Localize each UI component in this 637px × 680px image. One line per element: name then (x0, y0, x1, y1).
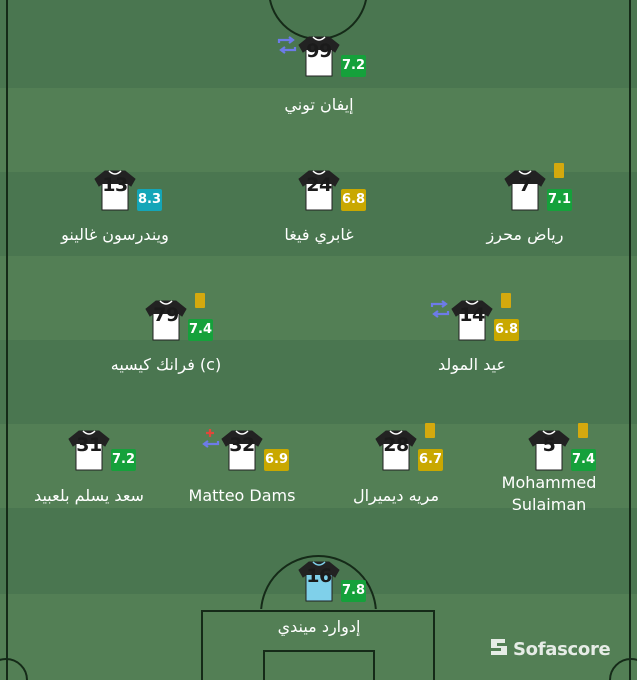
player-shirt-icon: 7 (503, 169, 547, 211)
player-rating-badge: 7.2 (111, 449, 136, 471)
player-name: إدوارد ميندي (277, 617, 361, 636)
player-number: 79 (153, 304, 179, 326)
player-number: 31 (76, 434, 102, 456)
player-rating-badge: 7.2 (341, 55, 366, 77)
substitution-icon (276, 35, 298, 55)
pitch-stripe (0, 256, 637, 340)
player-name: مريه ديميرال (352, 486, 440, 505)
player-name: إيفان توني (284, 95, 354, 114)
yellow-card-icon (195, 293, 205, 308)
substitution-injury-icon (199, 429, 221, 449)
player-number: 5 (542, 434, 556, 456)
goal-area (263, 650, 375, 680)
player-name: Mohammed Sulaiman (501, 473, 597, 514)
player-name: سعد يسلم بلعبيد (34, 486, 144, 505)
player-shirt-icon: 99 (297, 35, 341, 77)
yellow-card-icon (578, 423, 588, 438)
player-shirt-icon: 28 (374, 429, 418, 471)
player-shirt-icon: 13 (93, 169, 137, 211)
player-number: 99 (306, 40, 332, 62)
player-shirt-icon: 5 (527, 429, 571, 471)
player-name: Matteo Dams (188, 486, 296, 505)
player-rating-badge: 8.3 (137, 189, 162, 211)
player-number: 13 (102, 174, 128, 196)
player-name: فرانك كيسيه (c) (110, 355, 222, 374)
player-rating-badge: 7.1 (547, 189, 572, 211)
branding-text: Sofascore (513, 638, 611, 660)
sofascore-branding: Sofascore (489, 637, 611, 661)
player-rating-badge: 6.8 (341, 189, 366, 211)
player-number: 14 (459, 304, 485, 326)
player-rating-badge: 7.4 (571, 449, 596, 471)
pitch-boundary (6, 0, 631, 680)
player-rating-badge: 6.9 (264, 449, 289, 471)
player-shirt-icon: 31 (67, 429, 111, 471)
player-rating-badge: 7.4 (188, 319, 213, 341)
yellow-card-icon (554, 163, 564, 178)
player-name: ويندرسون غالينو (61, 225, 169, 244)
player-name: غابري فيغا (284, 225, 354, 244)
player-rating-badge: 7.8 (341, 580, 366, 602)
player-rating-badge: 6.8 (494, 319, 519, 341)
player-number: 24 (306, 174, 332, 196)
player-number: 16 (306, 565, 332, 587)
player-shirt-icon: 32 (220, 429, 264, 471)
penalty-box (201, 610, 435, 680)
player-number: 32 (229, 434, 255, 456)
player-rating-badge: 6.7 (418, 449, 443, 471)
yellow-card-icon (501, 293, 511, 308)
substitution-icon (429, 299, 451, 319)
pitch-stripe (0, 340, 637, 424)
goalkeeper-shirt-icon: 16 (297, 560, 341, 602)
yellow-card-icon (425, 423, 435, 438)
player-name: عيد المولد (438, 355, 506, 374)
player-shirt-icon: 14 (450, 299, 494, 341)
player-shirt-icon: 24 (297, 169, 341, 211)
player-number: 28 (383, 434, 409, 456)
pitch-stripe (0, 88, 637, 172)
player-number: 7 (518, 174, 532, 196)
player-name: رياض محرز (486, 225, 564, 244)
player-shirt-icon: 79 (144, 299, 188, 341)
sofascore-logo-icon (489, 637, 509, 661)
